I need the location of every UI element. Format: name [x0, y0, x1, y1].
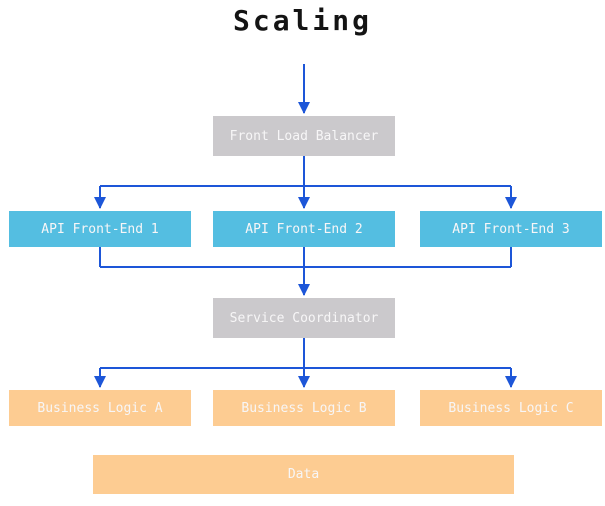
node-business-logic-b-label: Business Logic B — [241, 400, 367, 416]
node-front-load-balancer: Front Load Balancer — [213, 116, 395, 156]
node-data-label: Data — [287, 467, 320, 482]
node-service-coordinator: Service Coordinator — [213, 298, 395, 338]
node-api-front-end-3: API Front-End 3 — [420, 211, 602, 247]
node-api-front-end-1: API Front-End 1 — [9, 211, 191, 247]
node-business-logic-a: Business Logic A — [9, 390, 191, 426]
node-data: Data — [93, 455, 514, 494]
node-business-logic-b: Business Logic B — [213, 390, 395, 426]
node-front-load-balancer-label: Front Load Balancer — [229, 128, 379, 144]
node-api-front-end-2: API Front-End 2 — [213, 211, 395, 247]
node-api-front-end-3-label: API Front-End 3 — [452, 221, 570, 237]
node-api-front-end-1-label: API Front-End 1 — [41, 221, 159, 237]
node-business-logic-a-label: Business Logic A — [37, 400, 163, 416]
node-business-logic-c-label: Business Logic C — [448, 400, 574, 416]
node-business-logic-c: Business Logic C — [420, 390, 602, 426]
diagram-title: Scaling — [232, 4, 372, 37]
node-service-coordinator-label: Service Coordinator — [229, 310, 379, 326]
node-api-front-end-2-label: API Front-End 2 — [245, 221, 363, 237]
